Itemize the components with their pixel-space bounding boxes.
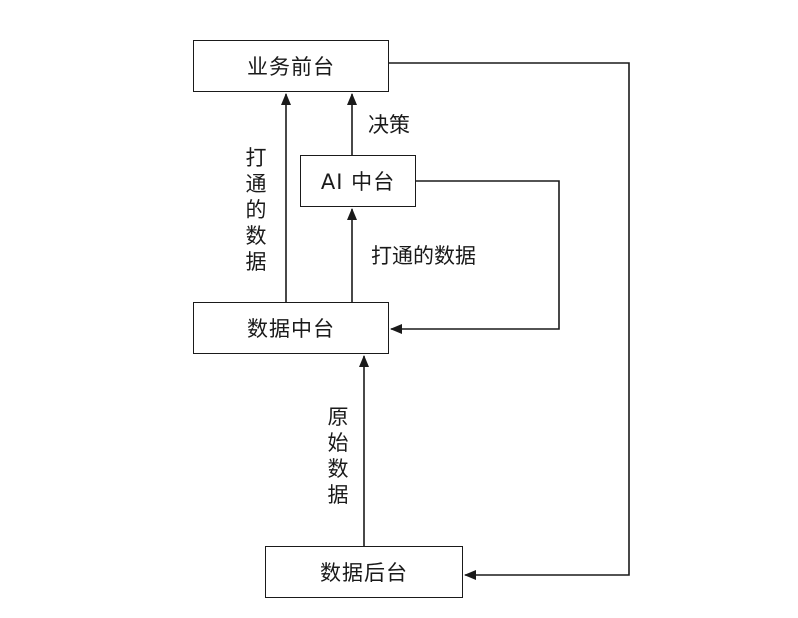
node-ai-middle-label: AI 中台 bbox=[320, 170, 396, 194]
node-data-back: 数据后台 bbox=[265, 546, 463, 598]
edge-label-connected-data-horizontal: 打通的数据 bbox=[371, 244, 476, 268]
node-data-middle-label: 数据中台 bbox=[247, 317, 335, 341]
node-business-front: 业务前台 bbox=[193, 40, 389, 92]
edge-label-connected-data-vertical: 打通的数据 bbox=[245, 146, 267, 274]
node-data-back-label: 数据后台 bbox=[320, 561, 408, 585]
node-business-front-label: 业务前台 bbox=[247, 55, 335, 79]
node-ai-middle: AI 中台 bbox=[300, 155, 416, 207]
arrow-ai-to-data-feedback bbox=[390, 180, 560, 334]
edge-label-raw-data: 原始数据 bbox=[327, 405, 349, 507]
arrow-front-to-back-loop bbox=[389, 62, 630, 580]
node-data-middle: 数据中台 bbox=[193, 302, 389, 354]
edge-label-decision: 决策 bbox=[368, 113, 410, 137]
